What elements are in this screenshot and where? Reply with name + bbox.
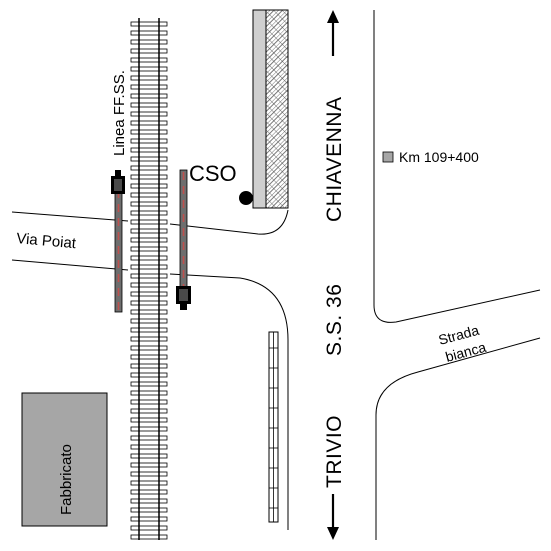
railway-tie bbox=[130, 138, 168, 144]
cso-label: CSO bbox=[189, 161, 237, 186]
square-marker-icon bbox=[382, 151, 394, 163]
railway-tie bbox=[130, 507, 168, 513]
railway-tie bbox=[130, 318, 168, 324]
railway-tie bbox=[130, 444, 168, 450]
railway-tie bbox=[130, 408, 168, 414]
via-poiat-label: Via Poiat bbox=[16, 230, 78, 252]
railway-tie bbox=[130, 462, 168, 468]
railway-tie bbox=[130, 66, 168, 72]
railway-tie bbox=[130, 372, 168, 378]
railway-tie bbox=[130, 120, 168, 126]
railway-tie bbox=[130, 498, 168, 504]
building-label: Fabbricato bbox=[58, 444, 75, 515]
railway-tie bbox=[130, 390, 168, 396]
railway-tie bbox=[130, 75, 168, 81]
arrow-down-icon bbox=[327, 494, 339, 540]
railway-tie bbox=[130, 246, 168, 252]
railway-tie bbox=[130, 210, 168, 216]
railway-tie bbox=[130, 183, 168, 189]
railway-tie bbox=[130, 84, 168, 90]
railway-tie bbox=[130, 534, 168, 540]
railway-ties bbox=[130, 21, 168, 540]
railway-tie bbox=[130, 417, 168, 423]
railway-tie bbox=[130, 264, 168, 270]
building bbox=[21, 392, 108, 527]
railway-tie bbox=[130, 381, 168, 387]
railway-tie bbox=[130, 426, 168, 432]
railway-tie bbox=[130, 345, 168, 351]
railway-tie bbox=[130, 471, 168, 477]
railway-tie bbox=[130, 156, 168, 162]
cso-point-icon bbox=[239, 191, 253, 205]
railway-tie bbox=[130, 255, 168, 261]
railway-tie bbox=[130, 273, 168, 279]
railway-tie bbox=[130, 525, 168, 531]
railway-tie bbox=[130, 327, 168, 333]
km-marker-label: Km 109+400 bbox=[399, 149, 479, 165]
arrow-up-icon bbox=[327, 10, 339, 56]
via-poiat-road bbox=[11, 209, 289, 530]
guard-rail bbox=[268, 331, 279, 523]
railway-tie bbox=[130, 309, 168, 315]
railway-tie bbox=[130, 57, 168, 63]
railway-tie bbox=[130, 129, 168, 135]
railway-tie bbox=[130, 174, 168, 180]
railway-tie bbox=[130, 201, 168, 207]
railway-tie bbox=[130, 363, 168, 369]
road-direction-south-label: TRIVIO bbox=[323, 415, 346, 488]
ss36-road-east-edge bbox=[373, 10, 541, 540]
railway-tie bbox=[130, 111, 168, 117]
railway-tie bbox=[130, 39, 168, 45]
railway-tie bbox=[130, 102, 168, 108]
road-direction-north-label: CHIAVENNA bbox=[323, 97, 346, 222]
railway-tie bbox=[130, 192, 168, 198]
railway-tie bbox=[130, 291, 168, 297]
railway-tie bbox=[130, 282, 168, 288]
railway-tie bbox=[130, 435, 168, 441]
railway-tie bbox=[130, 48, 168, 54]
railway-tie bbox=[130, 30, 168, 36]
railway-tie bbox=[130, 237, 168, 243]
railway-tie bbox=[130, 480, 168, 486]
railway-tie bbox=[130, 354, 168, 360]
railway-tie bbox=[130, 219, 168, 225]
barrier-west bbox=[111, 170, 125, 313]
railway-tie bbox=[130, 300, 168, 306]
railway-tie bbox=[130, 489, 168, 495]
railway-tie bbox=[130, 147, 168, 153]
railway-tie bbox=[130, 453, 168, 459]
railway-tie bbox=[130, 228, 168, 234]
railway-tie bbox=[130, 21, 168, 27]
railway-tie bbox=[130, 93, 168, 99]
railway-tie bbox=[130, 336, 168, 342]
railway-label: Linea FF.SS. bbox=[111, 70, 128, 156]
barrier-east bbox=[176, 169, 191, 310]
wall-structure bbox=[252, 9, 289, 209]
railway-tie bbox=[130, 516, 168, 522]
railway-tie bbox=[130, 165, 168, 171]
road-code-label: S.S. 36 bbox=[323, 284, 346, 356]
railway-tie bbox=[130, 399, 168, 405]
